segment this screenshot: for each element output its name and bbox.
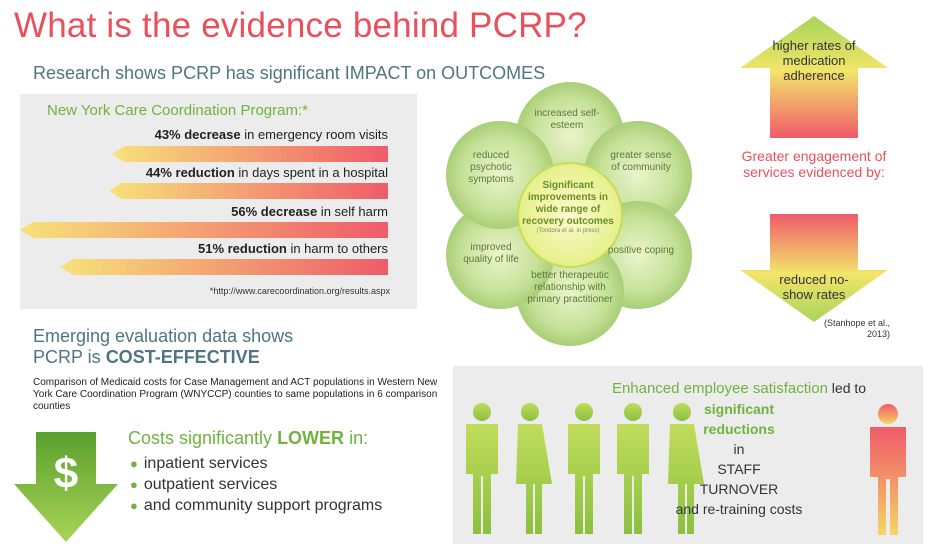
down-arrow-icon <box>740 214 888 322</box>
ny-program-title: New York Care Coordination Program:* <box>47 102 308 119</box>
page-title: What is the evidence behind PCRP? <box>14 6 587 45</box>
petal-label: positive coping <box>607 245 675 256</box>
costs-lower-heading: Costs significantly LOWER in: <box>128 428 369 448</box>
dollar-symbol: $ <box>54 449 78 498</box>
ny-stat-bar <box>112 146 388 162</box>
employee-heading: Enhanced employee satisfaction <box>611 380 828 397</box>
petal-label: improved quality of life <box>463 242 519 265</box>
petal-label: greater sense of community <box>610 150 672 173</box>
up-arrow-icon <box>740 16 888 138</box>
person-icon <box>516 403 552 534</box>
costs-lower-item: ●outpatient services <box>130 476 278 493</box>
engagement-citation: (Stanhope et al., 2013) <box>823 318 890 339</box>
engagement-arrows <box>740 16 888 322</box>
ny-stat-bars <box>20 146 388 275</box>
ny-stat-bar <box>109 183 388 199</box>
person-icon <box>466 403 498 534</box>
ny-stat-2: 44% reduction in days spent in a hospita… <box>145 165 388 180</box>
page-subtitle: Research shows PCRP has significant IMPA… <box>33 63 546 83</box>
petal-label: reduced psychotic symptoms <box>468 150 514 185</box>
employee-text: Enhanced employee satisfaction led to si… <box>611 380 867 517</box>
engagement-label: Greater engagement of services evidenced… <box>741 148 887 180</box>
ny-stat-4: 51% reduction in harm to others <box>197 241 388 256</box>
down-arrow-text: reduced no-show rates <box>779 272 849 302</box>
recovery-outcomes-flower <box>446 82 692 346</box>
flower-center-citation: (Tondora et al, in press) <box>536 228 600 234</box>
up-arrow-text: higher rates of medication adherence <box>772 38 856 83</box>
dollar-down-arrow-icon: $ <box>14 432 118 542</box>
costs-lower-item: ●and community support programs <box>130 497 383 514</box>
red-person-icon <box>870 404 906 535</box>
ny-stat-bar <box>20 222 388 238</box>
ny-stat-3: 56% decrease in self harm <box>231 204 388 219</box>
petal-label: increased self-esteem <box>534 108 600 131</box>
ny-footnote: *http://www.carecoordination.org/results… <box>209 286 390 296</box>
cost-heading: Emerging evaluation data shows PCRP is C… <box>33 326 294 367</box>
flower-center-circle <box>517 162 623 268</box>
flower-center-text: Significant improvements in wide range o… <box>522 180 614 227</box>
ny-stat-1: 43% decrease in emergency room visits <box>154 127 388 142</box>
petal-label: better therapeutic relationship with pri… <box>527 270 613 305</box>
ny-stat-bar <box>60 259 388 275</box>
costs-lower-item: ●inpatient services <box>130 455 268 472</box>
cost-description: Comparison of Medicaid costs for Case Ma… <box>33 377 438 412</box>
